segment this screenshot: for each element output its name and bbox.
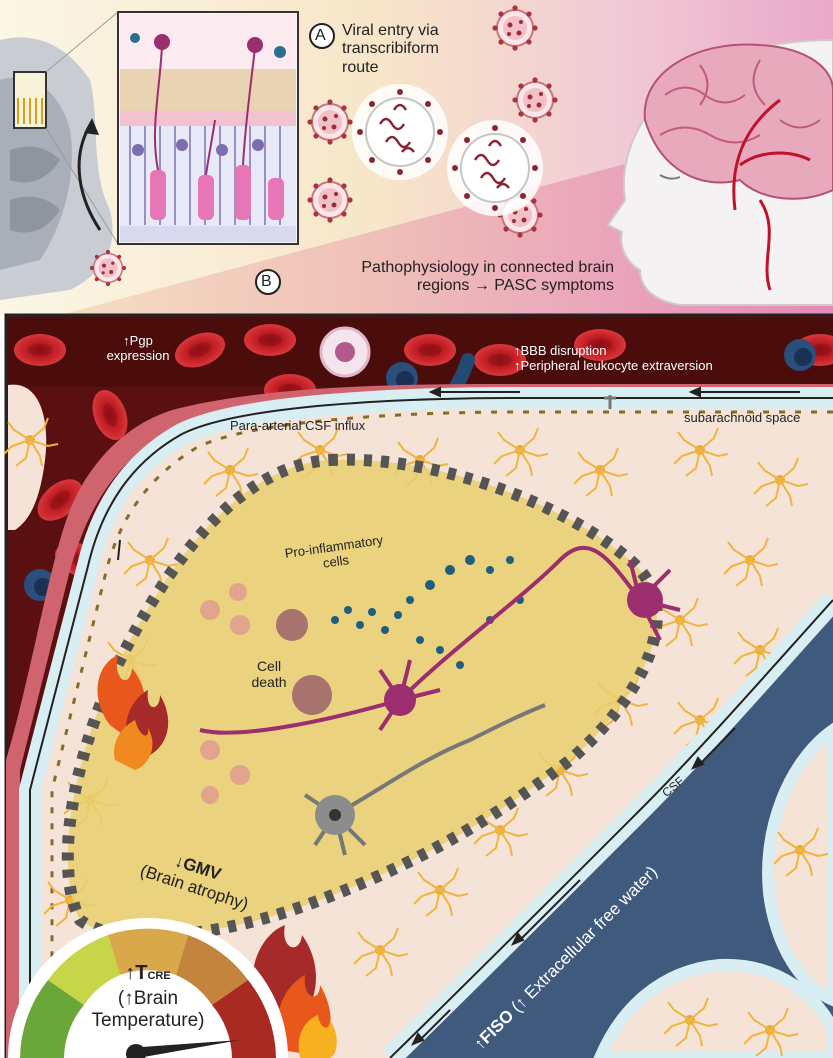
csf-influx-label: Para-arterial CSF influx: [230, 419, 365, 434]
panel-a-line-1: Viral entry via: [342, 22, 439, 40]
panel-a-text: Viral entry via transcribiform route: [342, 22, 439, 77]
tcre-arrow: ↑: [125, 962, 135, 984]
cell-death-label: Cell death: [244, 658, 294, 690]
bbb-line-2: ↑Peripheral leukocyte extraversion: [514, 359, 713, 374]
panel-b-text: Pathophysiology in connected brain regio…: [294, 259, 614, 296]
tcre-sub: CRE: [147, 970, 170, 982]
bbb-label: ↑BBB disruption ↑Peripheral leukocyte ex…: [514, 344, 713, 374]
panel-a-line-3: route: [342, 59, 439, 77]
temperature-line-1: (↑Brain: [68, 988, 228, 1010]
panel-b-letter: B: [261, 273, 272, 291]
panel-b-line-1: Pathophysiology in connected brain: [294, 259, 614, 277]
panel-a-letter: A: [315, 27, 326, 45]
cell-death-line-2: death: [244, 674, 294, 690]
olfactory-epithelium-icon: [118, 12, 298, 244]
subarachnoid-label: subarachnoid space: [684, 411, 800, 426]
bbb-line-1: ↑BBB disruption: [514, 344, 713, 359]
panel-b-line-2: regions → PASC symptoms: [294, 277, 614, 295]
tcre-label: ↑TCRE: [98, 962, 198, 985]
pgp-line-2: expression: [88, 349, 188, 364]
pgp-line-1: ↑Pgp: [88, 334, 188, 349]
temperature-line-2: Temperature): [68, 1010, 228, 1032]
panel-a-line-2: transcribiform: [342, 40, 439, 58]
pgp-label: ↑Pgp expression: [88, 334, 188, 364]
temperature-label: (↑Brain Temperature): [68, 988, 228, 1032]
cell-death-line-1: Cell: [244, 658, 294, 674]
tcre-T: T: [135, 962, 147, 984]
